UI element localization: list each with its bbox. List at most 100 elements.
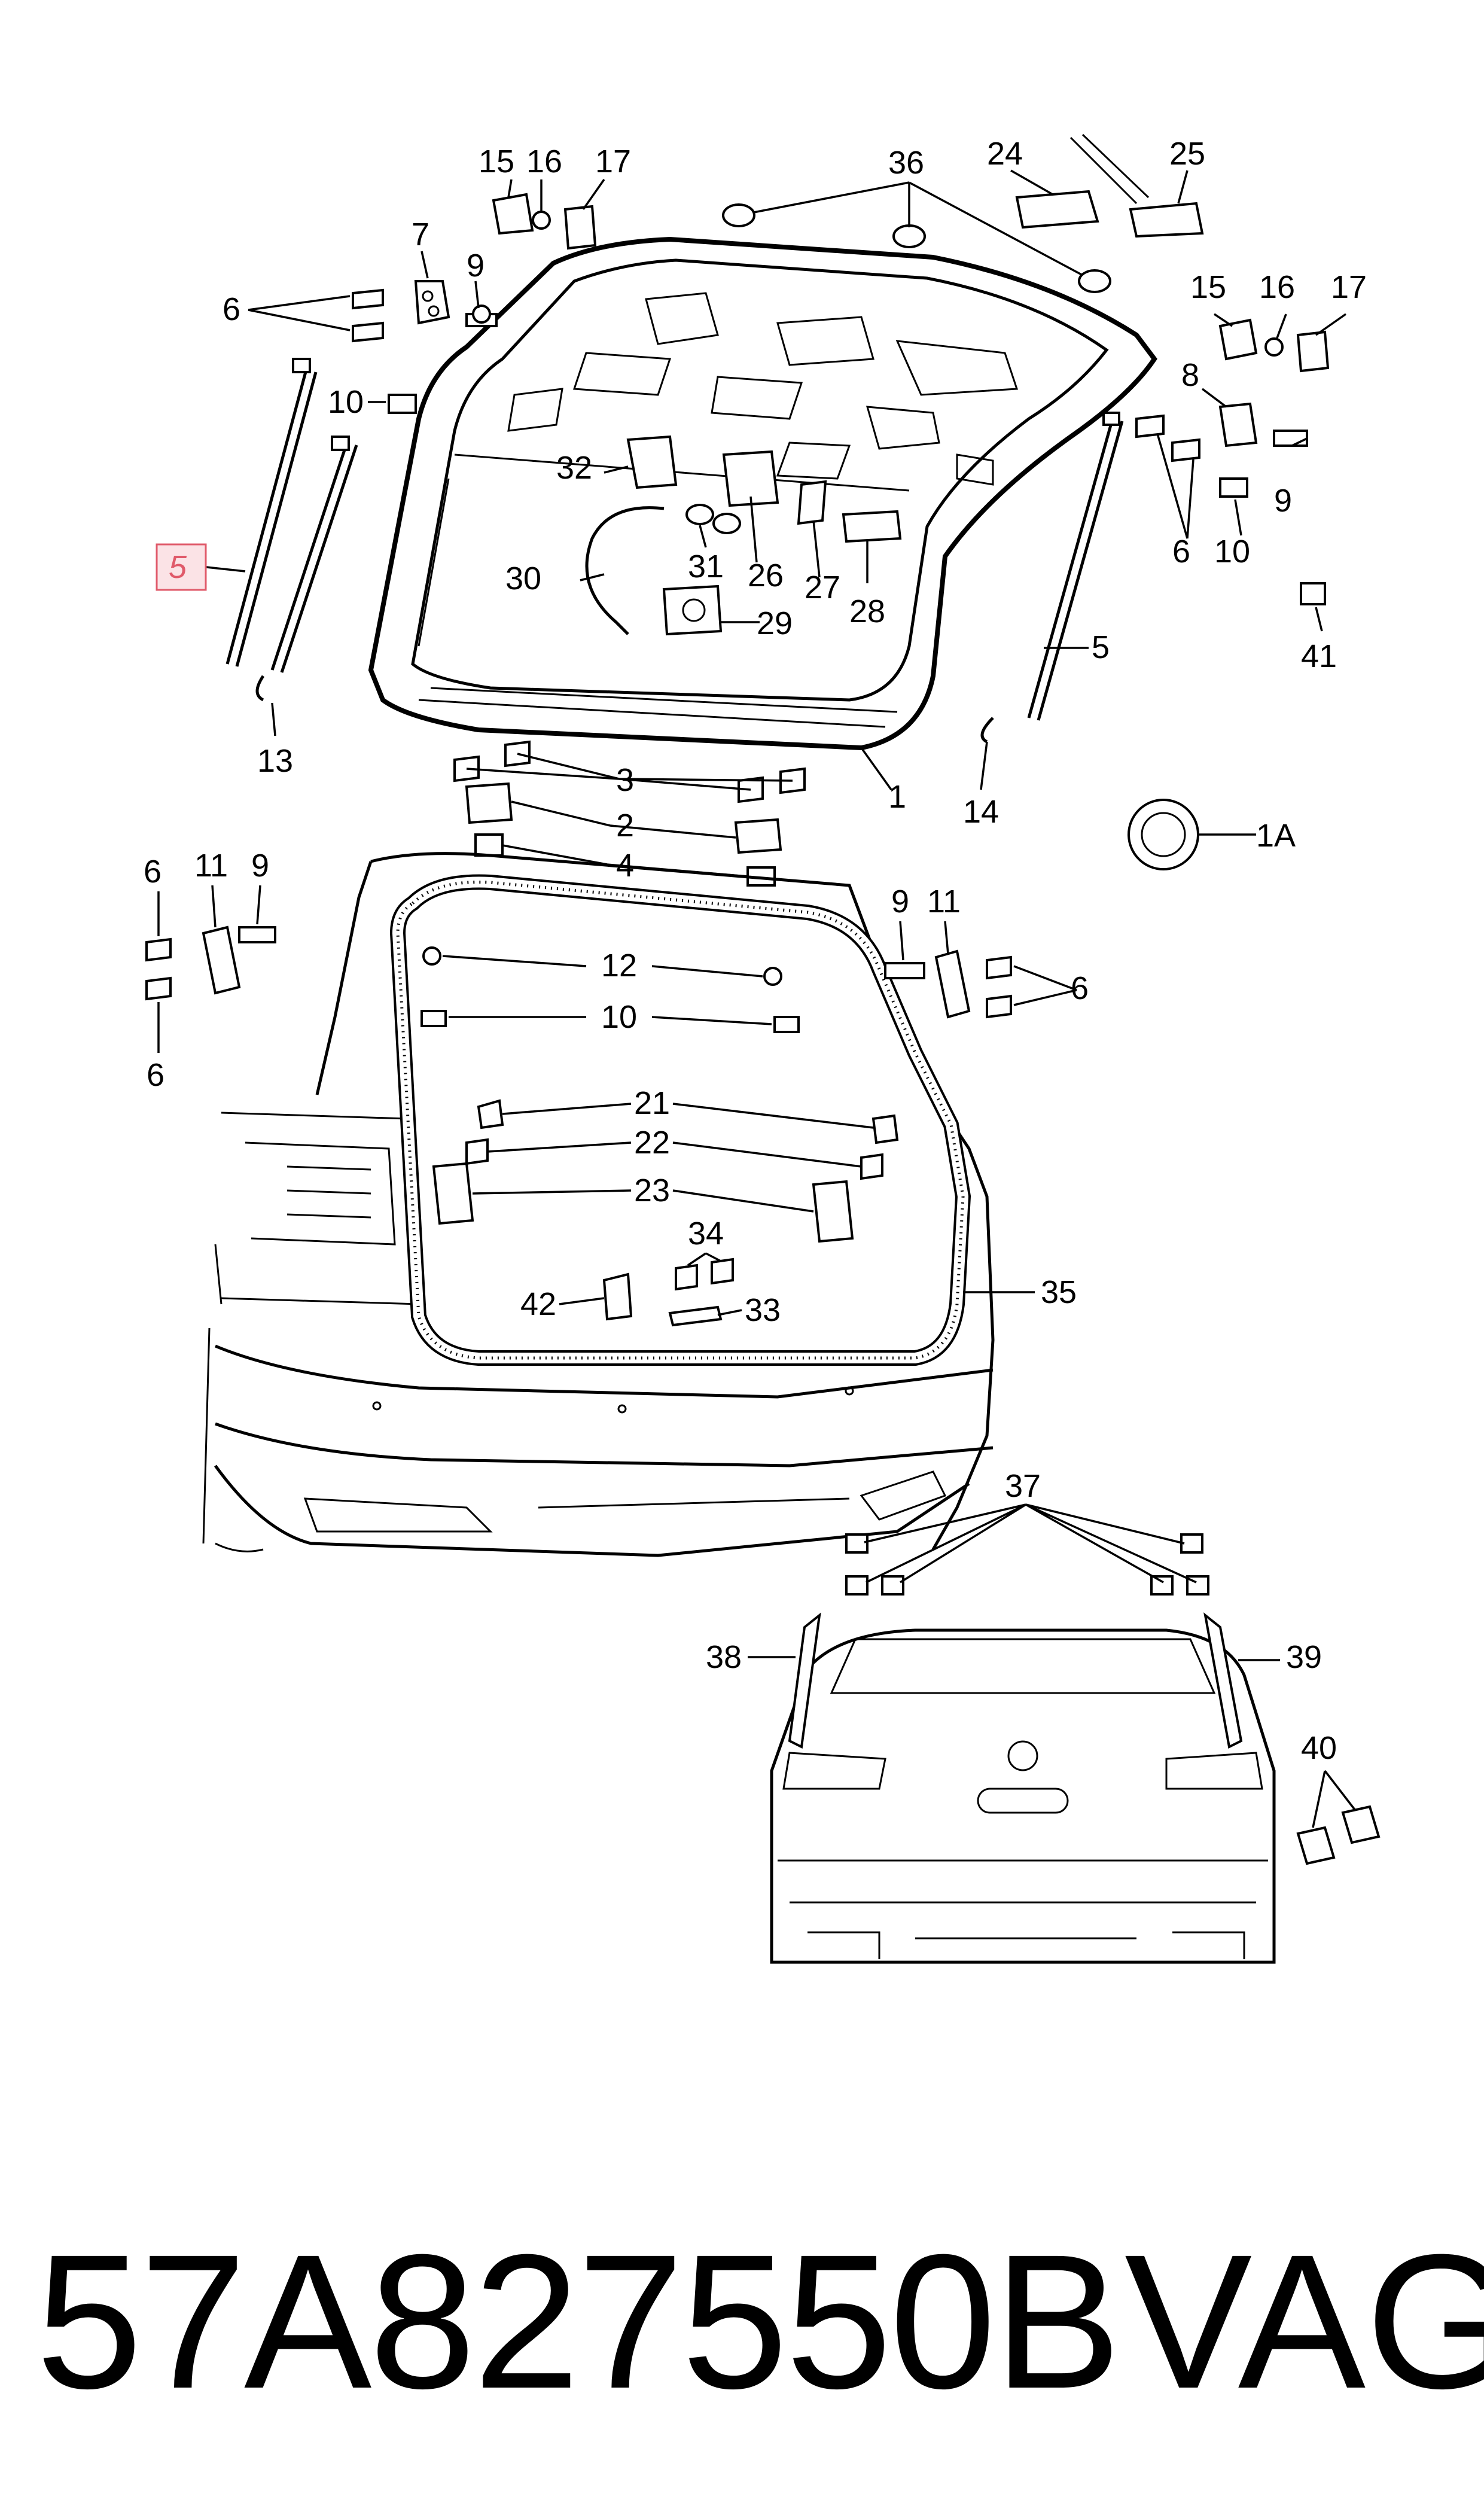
screws-22 — [465, 1138, 883, 1180]
callout-12: 12 — [601, 948, 637, 984]
callout-9: 9 — [467, 248, 484, 284]
callout-15: 15 — [1190, 269, 1226, 305]
callout-14: 14 — [963, 794, 999, 830]
callout-11: 11 — [194, 848, 228, 884]
buffer-4 — [474, 833, 776, 887]
callout-10: 10 — [328, 384, 364, 420]
callout-27: 27 — [805, 570, 840, 605]
clips-21 — [477, 1099, 899, 1144]
hinge-bracket-8 — [1218, 402, 1258, 447]
lock-striker-2 — [465, 782, 782, 854]
callout-11: 11 — [927, 884, 961, 919]
bolt-9-left-lower — [238, 926, 276, 943]
callout-32: 32 — [556, 450, 592, 486]
bracket-28 — [842, 510, 902, 543]
callout-22: 22 — [634, 1125, 670, 1161]
callout-13: 13 — [257, 743, 293, 779]
callout-6: 6 — [223, 291, 240, 327]
callout-2: 2 — [616, 808, 634, 844]
callout-4: 4 — [616, 848, 634, 884]
callout-16: 16 — [1259, 269, 1295, 305]
callout-8: 8 — [1181, 357, 1199, 393]
screw-10-top — [388, 394, 417, 414]
callout-3: 3 — [616, 762, 634, 798]
plate-42 — [602, 1272, 633, 1321]
callout-40: 40 — [1301, 1730, 1337, 1766]
hinge-11-left — [202, 925, 241, 995]
emblem-1A — [1128, 799, 1199, 870]
trim-39 — [1203, 1612, 1243, 1749]
cable-30 — [585, 506, 665, 635]
light-24 — [1015, 190, 1099, 229]
screw-10-right — [1219, 477, 1248, 498]
callout-41: 41 — [1301, 638, 1337, 674]
callout-7: 7 — [412, 217, 429, 252]
clip-27 — [797, 480, 827, 525]
camera-25 — [1069, 133, 1204, 238]
callout-25: 25 — [1169, 136, 1205, 172]
callout-6: 6 — [144, 854, 161, 890]
callout-30: 30 — [505, 561, 541, 596]
highlight-box-5 — [156, 543, 207, 591]
callout-23: 23 — [634, 1173, 670, 1208]
actuator-29 — [662, 584, 723, 636]
callout-6: 6 — [1172, 534, 1190, 570]
callout-36: 36 — [888, 145, 924, 181]
clip-17-top — [563, 205, 597, 250]
gas-strut-left — [226, 358, 358, 702]
bolts-34 — [675, 1258, 734, 1291]
hinge-11-right — [934, 949, 971, 1019]
callout-37: 37 — [1005, 1468, 1041, 1504]
tailgate-panel — [368, 236, 1157, 751]
callout-9: 9 — [891, 884, 909, 919]
callout-16: 16 — [526, 144, 562, 179]
callout-38: 38 — [706, 1639, 742, 1675]
plugs-36 — [722, 203, 1111, 293]
callout-1: 1 — [888, 779, 906, 815]
callout-35: 35 — [1041, 1274, 1077, 1310]
brand-label: VAG — [1125, 2214, 1484, 2428]
clip-33 — [668, 1305, 723, 1327]
callout-26: 26 — [748, 558, 784, 593]
callout-5: 5 — [1092, 629, 1110, 665]
callout-28: 28 — [849, 593, 885, 629]
door-seal-35 — [389, 874, 971, 1366]
clip-17-right — [1296, 330, 1330, 373]
bolt-9-right-lower — [884, 962, 925, 979]
callout-17: 17 — [1331, 269, 1367, 305]
callout-9: 9 — [1274, 483, 1292, 519]
callout-21: 21 — [634, 1085, 670, 1121]
callout-labels: 15 16 17 36 24 25 7 9 6 15 16 17 10 8 32… — [144, 136, 1367, 1766]
callout-34: 34 — [688, 1216, 724, 1252]
rivet-nuts-40 — [1296, 1805, 1381, 1865]
screw-41 — [1300, 582, 1326, 605]
gas-strut-right — [980, 412, 1124, 744]
callout-29: 29 — [757, 605, 793, 641]
screws-6-right — [1135, 414, 1200, 462]
hinge-bracket-7 — [414, 280, 450, 325]
callout-5-highlighted: 5 — [169, 549, 187, 585]
grommet-31 — [685, 504, 741, 534]
callout-6: 6 — [147, 1057, 164, 1093]
bracket-15-top — [492, 193, 534, 235]
callout-10: 10 — [1214, 534, 1250, 570]
callout-9: 9 — [251, 848, 269, 884]
nut-16-top — [532, 211, 551, 230]
screws-6-right-lower — [986, 955, 1012, 1019]
callout-42: 42 — [520, 1286, 556, 1322]
nut-16-right — [1264, 337, 1284, 357]
bolt-9-right — [1273, 430, 1308, 447]
trim-38 — [788, 1612, 821, 1749]
callout-33: 33 — [745, 1292, 781, 1328]
grommets-12 — [422, 946, 782, 986]
bracket-15-right — [1218, 318, 1258, 361]
lock-26 — [722, 450, 779, 507]
callout-17: 17 — [595, 144, 631, 179]
lock-32 — [626, 435, 678, 489]
bolt-9-top — [465, 305, 498, 327]
callout-15: 15 — [479, 144, 514, 179]
leader-lines — [157, 169, 1356, 1828]
callout-24: 24 — [987, 136, 1023, 172]
nuts-37 — [845, 1533, 1209, 1596]
